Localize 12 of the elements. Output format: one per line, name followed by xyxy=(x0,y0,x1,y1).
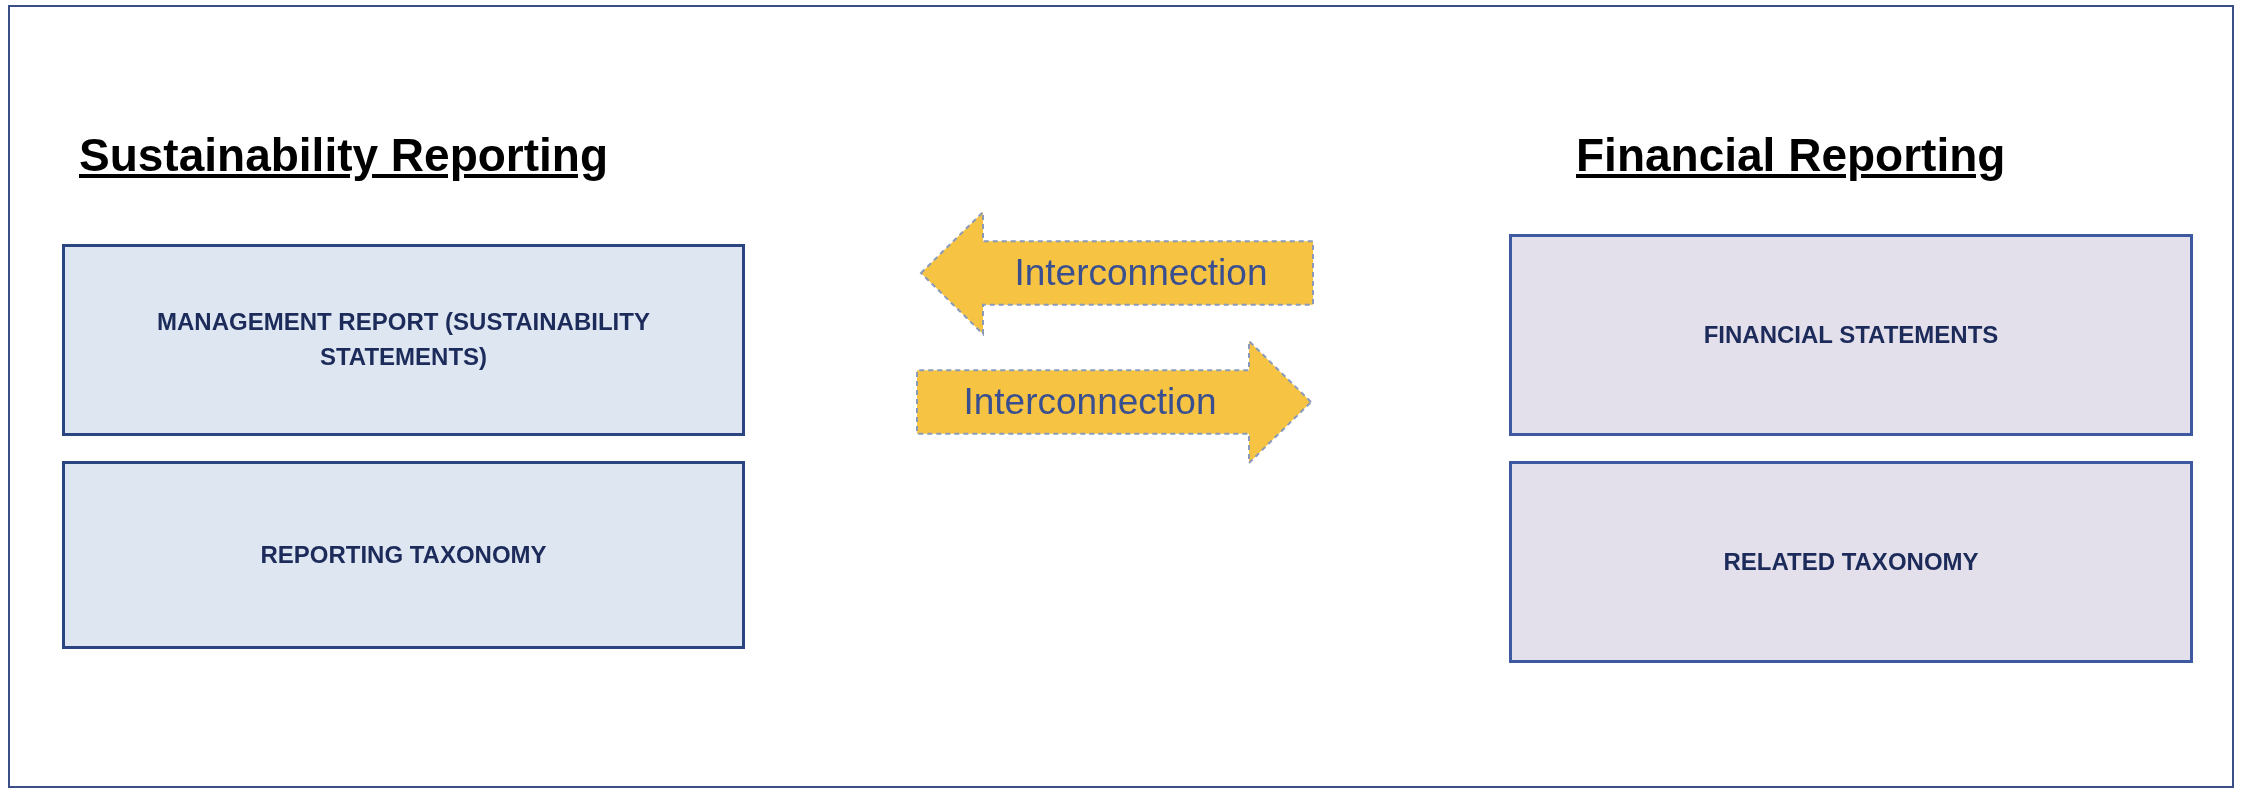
section-heading: Financial Reporting xyxy=(1576,128,2006,182)
box-label: MANAGEMENT REPORT (SUSTAINABILITY STATEMENTS) xyxy=(156,307,651,372)
box-label: FINANCIAL STATEMENTS xyxy=(1702,319,2000,350)
box-label: REPORTING TAXONOMY xyxy=(259,539,548,570)
arrow-label: Interconnection xyxy=(1014,252,1268,294)
report-box xyxy=(1509,461,2193,663)
arrow-label: Interconnection xyxy=(963,381,1217,423)
report-box xyxy=(1509,234,2193,436)
report-box xyxy=(62,461,745,649)
report-box xyxy=(62,244,745,436)
box-label: RELATED TAXONOMY xyxy=(1722,546,1980,577)
section-heading: Sustainability Reporting xyxy=(79,128,609,182)
